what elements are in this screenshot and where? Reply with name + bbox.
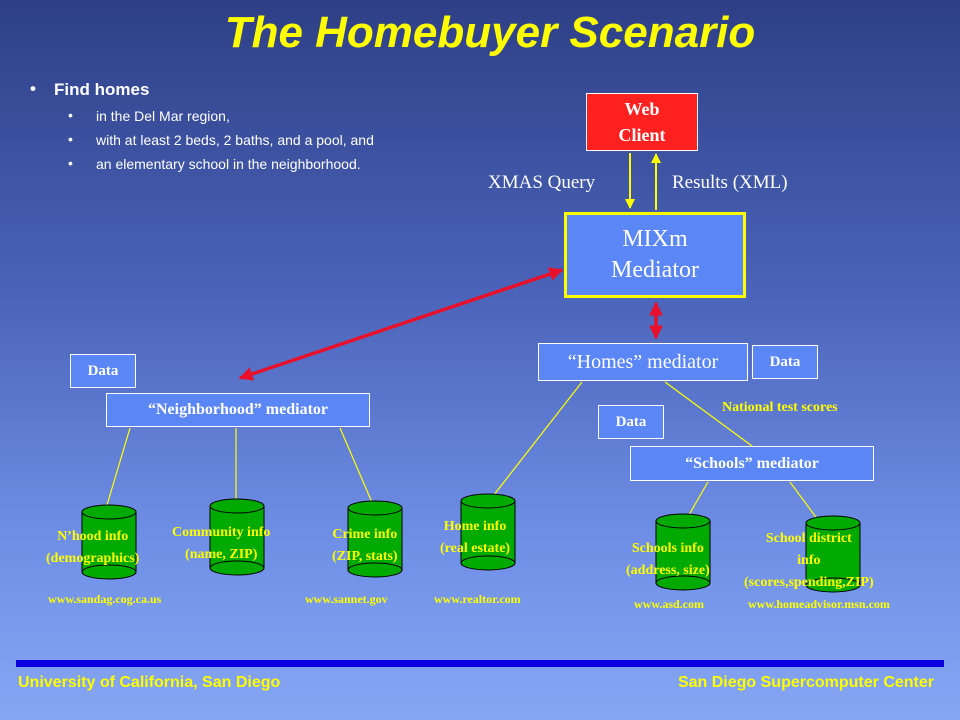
source-url: www.sandag.cog.ca.us [48, 592, 162, 606]
source-label-crime: Crime info (ZIP, stats) [332, 527, 398, 564]
web-client-node: Web Client [586, 93, 698, 151]
source-label-schools: Schools info (address, size) [626, 541, 710, 578]
schools-mediator-node: “Schools” mediator [630, 446, 874, 481]
bullet-sub: •with at least 2 beds, 2 baths, and a po… [68, 131, 374, 148]
database-icon [655, 513, 711, 591]
database-icon [460, 493, 516, 571]
database-icon [209, 498, 265, 576]
mixm-mediator-node: MIXm Mediator [564, 212, 746, 298]
homes-mediator-node: “Homes” mediator [538, 343, 748, 381]
bullet-main: •Find homes [30, 79, 150, 99]
source-url: www.realtor.com [434, 592, 521, 606]
bullet-list: •Find homes •in the Del Mar region, •wit… [30, 79, 374, 180]
results-xml-label: Results (XML) [672, 172, 788, 193]
source-url: www.asd.com [634, 597, 705, 611]
source-label-school-district: School district info (scores,spending,ZI… [744, 531, 874, 590]
database-icon [81, 504, 137, 580]
data-tag: Data [598, 405, 664, 439]
source-url: www.homeadvisor.msn.com [748, 597, 890, 611]
source-url: www.sannet.gov [305, 592, 388, 606]
source-label-community: Community info (name, ZIP) [172, 525, 271, 562]
slide-title: The Homebuyer Scenario [224, 8, 756, 57]
footer-bar [16, 660, 944, 667]
footer-right: San Diego Supercomputer Center [677, 674, 934, 691]
data-tag: Data [752, 345, 818, 379]
xmas-query-label: XMAS Query [488, 172, 596, 193]
national-test-scores-label: National test scores [722, 400, 838, 415]
connector-lines [103, 381, 819, 521]
database-icon [347, 500, 403, 578]
bullet-sub: •an elementary school in the neighborhoo… [68, 155, 361, 172]
source-label-nhood: N’hood info (demographics) [46, 529, 140, 566]
bullet-sub: •in the Del Mar region, [68, 107, 230, 124]
mixm-neighborhood-arrow [238, 267, 564, 381]
source-label-home: Home info (real estate) [440, 519, 511, 556]
neighborhood-mediator-node: “Neighborhood” mediator [106, 393, 370, 427]
data-tag: Data [70, 354, 136, 388]
footer-left: University of California, San Diego [18, 674, 281, 691]
database-icon [805, 515, 861, 593]
